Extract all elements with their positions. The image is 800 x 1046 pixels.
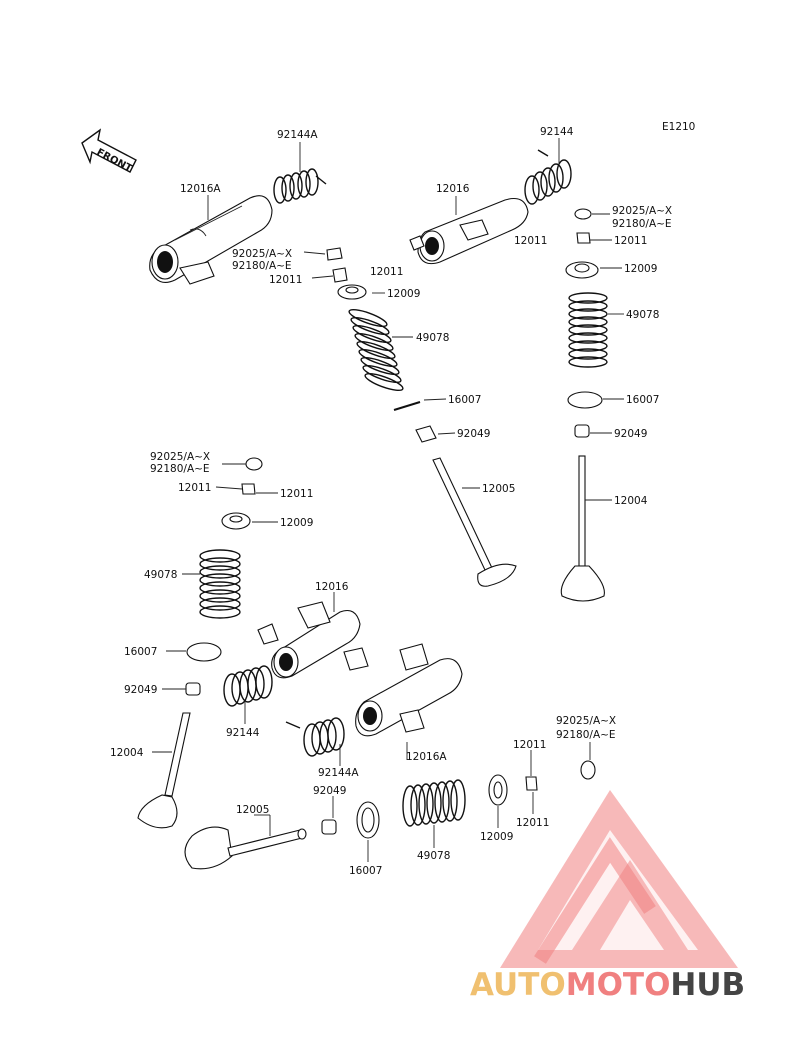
retainer-12009-upper-right	[565, 261, 599, 279]
valve-spring-49078-bottom	[402, 779, 466, 827]
watermark-logo: AUTOMOTOHUB	[470, 790, 745, 1003]
label-92049-lower-left: 92049	[124, 684, 157, 696]
spring-92144-upper	[524, 149, 572, 205]
label-49078-bottom: 49078	[417, 850, 450, 862]
keeper-12011-lower-left	[241, 483, 256, 495]
keeper-12011-bottom	[525, 776, 538, 791]
label-49078-upper-right: 49078	[626, 309, 659, 321]
cotter-92025-upper-left	[326, 247, 343, 261]
front-arrow-icon: FRONT	[81, 128, 137, 175]
valve-12004-lower	[137, 712, 191, 829]
label-12011-lower-left-a: 12011	[178, 482, 211, 494]
label-12009-upper-right: 12009	[624, 263, 657, 275]
spring-92144a-lower	[285, 717, 345, 757]
cotter-92025-lower-left	[245, 457, 263, 471]
label-12009-lower-left: 12009	[280, 517, 313, 529]
label-92144a-upper: 92144A	[277, 129, 318, 141]
label-12011-upper-left-b: 12011	[370, 266, 403, 278]
label-12016a-upper: 12016A	[180, 183, 221, 195]
rocker-arm-12016-upper	[409, 197, 529, 265]
label-92025-lower-left: 92025/A~X	[150, 451, 210, 463]
label-12011-lower-left-b: 12011	[280, 488, 313, 500]
spring-92144a-upper	[273, 168, 327, 204]
valve-12004-upper	[560, 455, 605, 602]
label-12011-upper-right-b: 12011	[614, 235, 647, 247]
label-12016-lower: 12016	[315, 581, 349, 593]
label-92144-upper: 92144	[540, 126, 574, 138]
label-92180-upper-right: 92180/A~E	[612, 218, 672, 230]
label-16007-lower-left: 16007	[124, 646, 157, 658]
seat-16007-upper-right	[567, 391, 603, 409]
seal-92049-bottom	[321, 819, 337, 835]
cotter-92025-upper-right	[574, 208, 592, 220]
seal-92049-upper-right	[574, 424, 590, 438]
label-92180-lower-left: 92180/A~E	[150, 463, 210, 475]
seat-16007-lower-left	[186, 642, 222, 662]
watermark-part1: AUTO	[470, 967, 566, 1003]
watermark-text: AUTOMOTOHUB	[470, 967, 745, 1003]
label-92180-upper-left: 92180/A~E	[232, 260, 292, 272]
keeper-12011-upper-left	[332, 267, 348, 283]
label-12016a-lower: 12016A	[406, 751, 447, 763]
seat-16007-upper-left	[393, 401, 421, 411]
label-16007-upper-right: 16007	[626, 394, 659, 406]
rocker-arm-12016a-upper	[149, 195, 273, 285]
label-16007-upper-left: 16007	[448, 394, 481, 406]
label-49078-upper-left: 49078	[416, 332, 449, 344]
part-labels: 92144A 12016A 92025/A~X 92180/A~E 12011 …	[110, 126, 672, 877]
label-92049-upper-left: 92049	[457, 428, 490, 440]
label-92049-bottom: 92049	[313, 785, 346, 797]
label-12011-bottom-a: 12011	[513, 739, 546, 751]
spring-92144-lower	[223, 665, 273, 707]
diagram-code: E1210	[662, 121, 695, 133]
seal-92049-lower-left	[185, 682, 201, 696]
keeper-12011-upper-right	[576, 232, 591, 244]
label-12005-upper: 12005	[482, 483, 515, 495]
label-16007-bottom: 16007	[349, 865, 382, 877]
retainer-12009-bottom	[488, 774, 508, 806]
retainer-12009-upper-left	[337, 284, 367, 300]
label-12011-bottom-b: 12011	[516, 817, 549, 829]
label-12009-upper-left: 12009	[387, 288, 420, 300]
label-92025-upper-left: 92025/A~X	[232, 248, 292, 260]
seal-92049-upper-left	[415, 425, 437, 443]
label-92144-lower: 92144	[226, 727, 260, 739]
valve-12005-upper	[432, 457, 517, 587]
valve-spring-49078-upper-right	[568, 292, 608, 368]
label-49078-lower-left: 49078	[144, 569, 177, 581]
label-92025-upper-right: 92025/A~X	[612, 205, 672, 217]
label-12009-bottom: 12009	[480, 831, 513, 843]
label-92049-upper-right: 92049	[614, 428, 647, 440]
label-12005-lower: 12005	[236, 804, 269, 816]
label-92144a-lower: 92144A	[318, 767, 359, 779]
valve-12005-lower	[184, 826, 307, 870]
retainer-12009-lower-left	[221, 512, 251, 530]
rocker-arm-12016-lower	[257, 601, 369, 679]
label-92180-bottom: 92180/A~E	[556, 729, 616, 741]
label-12011-upper-left-a: 12011	[269, 274, 302, 286]
rocker-arm-12016a-lower	[355, 643, 463, 737]
label-12004-lower: 12004	[110, 747, 144, 759]
cotter-92025-bottom	[580, 760, 596, 780]
label-12004-upper: 12004	[614, 495, 648, 507]
watermark-part3: HUB	[670, 967, 745, 1003]
valve-spring-49078-upper-left	[348, 309, 404, 391]
valve-spring-49078-lower-left	[199, 549, 241, 619]
seat-16007-bottom	[356, 801, 380, 839]
label-92025-bottom: 92025/A~X	[556, 715, 616, 727]
label-12011-upper-right-a: 12011	[514, 235, 547, 247]
watermark-part2: MOTO	[566, 967, 671, 1003]
leader-lines	[152, 138, 624, 862]
label-12016-upper: 12016	[436, 183, 470, 195]
